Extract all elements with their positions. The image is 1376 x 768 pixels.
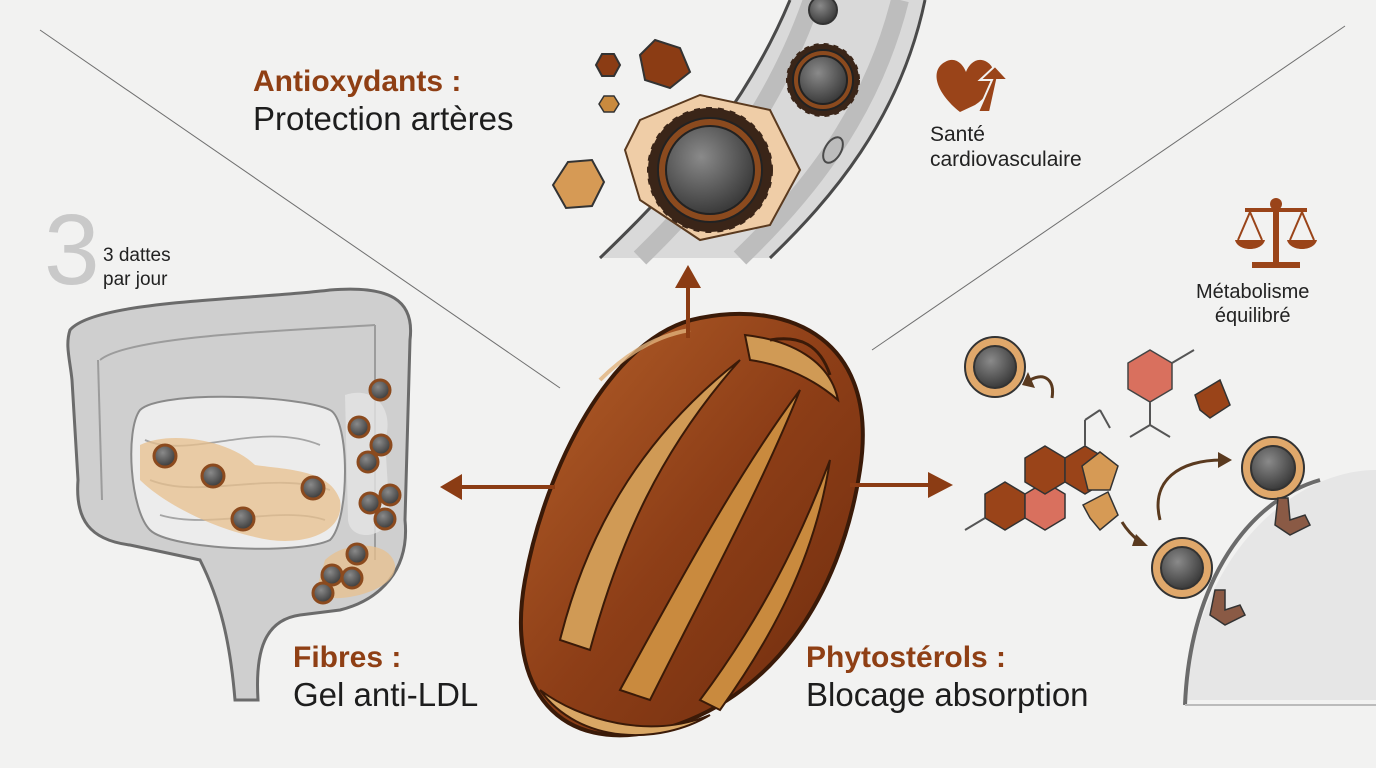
- fibres-title: Fibres :: [293, 641, 402, 674]
- connector-arrows: [440, 265, 953, 500]
- antioxidant-hexagon: [638, 38, 692, 90]
- free-radical-large: [647, 107, 773, 233]
- dose-label: 3 dattes par jour: [103, 244, 171, 292]
- phytosterols-subtitle: Blocage absorption: [806, 676, 1089, 713]
- dose-line1: 3 dattes: [103, 245, 171, 266]
- intestine: [66, 287, 413, 702]
- antioxidants-label: Antioxydants : Protection artères: [253, 64, 513, 138]
- cardio-line2: cardiovasculaire: [930, 148, 1082, 171]
- dose-line2: par jour: [103, 269, 168, 290]
- blocked-ldl: [964, 336, 1305, 599]
- phytosterols-title: Phytostérols :: [806, 641, 1007, 674]
- cardio-label: Santé cardiovasculaire: [930, 122, 1082, 172]
- free-radical-small: [786, 43, 860, 117]
- heart-arrow-icon: [936, 59, 1011, 113]
- balance-scale-icon: [1235, 198, 1317, 268]
- antioxidants-subtitle: Protection artères: [253, 100, 514, 137]
- metabolism-line2: équilibré: [1214, 305, 1291, 327]
- ldl-particles: [152, 378, 402, 605]
- antioxidants-title: Antioxydants :: [253, 65, 462, 98]
- sterol-molecule: [964, 409, 1119, 531]
- receptors: [1209, 497, 1312, 626]
- cardio-line1: Santé: [930, 123, 985, 146]
- antioxidant-hexagon: [551, 158, 606, 210]
- artery: [551, 0, 927, 265]
- date-fruit: [519, 311, 865, 738]
- dose-number: 3: [44, 194, 100, 306]
- fibres-subtitle: Gel anti-LDL: [293, 676, 479, 713]
- guide-lines: [39, 25, 1346, 389]
- metabolism-line1: Métabolisme: [1196, 281, 1310, 303]
- transport-arrows: [1022, 372, 1232, 546]
- antioxidant-hexagon: [598, 95, 620, 113]
- sterol-molecule-top: [1081, 349, 1231, 532]
- fibres-label: Fibres : Gel anti-LDL: [293, 640, 478, 714]
- phytosterols-label: Phytostérols : Blocage absorption: [806, 640, 1089, 714]
- metabolism-label: Métabolisme équilibré: [1196, 280, 1309, 328]
- antioxidant-hexagon: [594, 53, 622, 77]
